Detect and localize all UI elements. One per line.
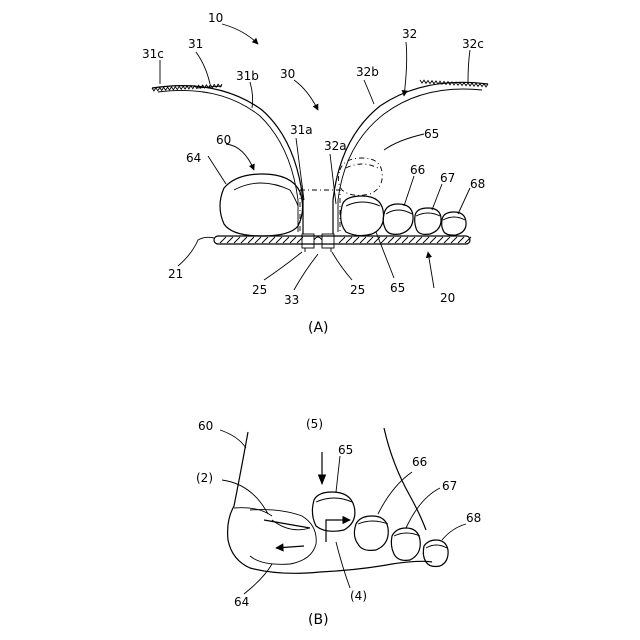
label-31c: 31c: [142, 47, 164, 61]
label-20: 20: [440, 291, 455, 305]
label-65-top: 65: [424, 127, 439, 141]
label-2: (2): [196, 471, 213, 485]
label-60-b: 60: [198, 419, 213, 433]
toe-68-b: [423, 540, 448, 567]
label-32a: 32a: [324, 139, 347, 153]
label-32c: 32c: [462, 37, 484, 51]
label-25-right: 25: [350, 283, 365, 297]
label-25-left: 25: [252, 283, 267, 297]
toe-66-b: [354, 516, 388, 550]
label-64: 64: [186, 151, 201, 165]
label-67: 67: [440, 171, 455, 185]
caption-a: (A): [308, 320, 329, 336]
toe-65: [341, 196, 384, 236]
caption-b: (B): [308, 612, 329, 628]
left-strap-31: [152, 84, 303, 234]
label-33: 33: [284, 293, 299, 307]
label-68: 68: [470, 177, 485, 191]
label-66-b: 66: [412, 455, 427, 469]
big-toe-64-b: [250, 510, 316, 565]
label-10: 10: [208, 11, 223, 25]
toe-67-b: [391, 528, 420, 560]
figure-a: 10 30 31 31c 31b 31a 32 32c 32b 32a 60 6…: [142, 11, 488, 336]
label-64-b: 64: [234, 595, 249, 609]
toe-65-b: [312, 492, 354, 531]
toe-66: [383, 204, 413, 234]
label-31b: 31b: [236, 69, 259, 83]
right-strap-32: [333, 80, 488, 234]
label-31a: 31a: [290, 123, 313, 137]
label-60: 60: [216, 133, 231, 147]
label-5: (5): [306, 417, 323, 431]
big-toe-64: [220, 174, 303, 236]
toe-67: [415, 208, 441, 234]
label-30: 30: [280, 67, 295, 81]
label-65-bottom: 65: [390, 281, 405, 295]
center-mount-33: [302, 234, 334, 252]
arrow-2: [276, 546, 304, 548]
label-4: (4): [350, 589, 367, 603]
label-67-b: 67: [442, 479, 457, 493]
toe-68: [442, 212, 466, 235]
figure-b: 60 (5) 65 66 (2) 67 68 (4) 64 (B): [196, 417, 481, 628]
label-68-b: 68: [466, 511, 481, 525]
leader-lines-a: [160, 24, 470, 290]
label-21: 21: [168, 267, 183, 281]
toe-65-lifted: [338, 158, 382, 195]
label-31: 31: [188, 37, 203, 51]
label-66: 66: [410, 163, 425, 177]
label-65-b: 65: [338, 443, 353, 457]
foot-outline-60: [228, 428, 432, 573]
label-32b: 32b: [356, 65, 379, 79]
base-plate-21: [214, 236, 471, 244]
label-32: 32: [402, 27, 417, 41]
